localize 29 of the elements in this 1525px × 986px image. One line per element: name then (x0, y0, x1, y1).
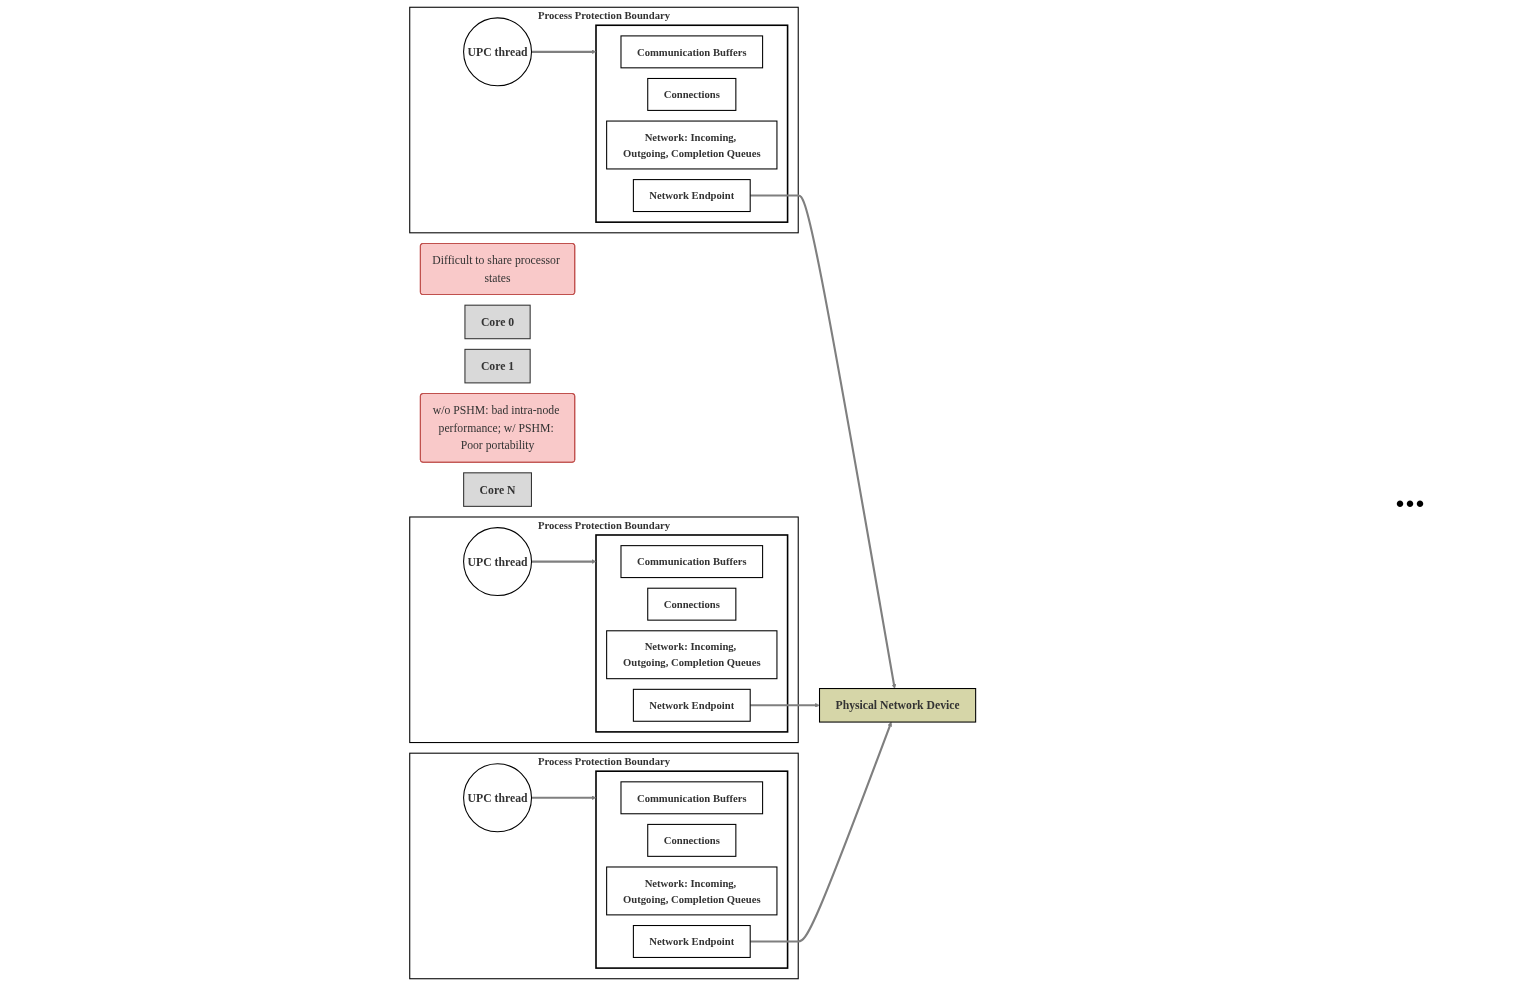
arrow (750, 721, 892, 943)
node-box: Network: Incoming, Outgoing, Completion Queues (605, 866, 778, 916)
node-box: Core 0 (464, 304, 531, 340)
cluster (595, 534, 789, 733)
node-box: Network Endpoint (632, 179, 751, 213)
node-box: Core N (462, 472, 532, 507)
node-box: Communication Buffers (620, 545, 763, 579)
arrow (750, 702, 820, 708)
node-box: Connections (647, 77, 737, 111)
node-box: Core 1 (464, 348, 531, 384)
node-box: Network Endpoint (632, 688, 751, 722)
node-box: Connections (647, 587, 737, 621)
node-box: Network: Incoming, Outgoing, Completion Queues (605, 630, 778, 680)
node-box: Communication Buffers (620, 35, 763, 69)
node-box: Physical Network Device (818, 688, 976, 723)
node-box: Communication Buffers (620, 781, 763, 815)
node-box: Connections (647, 823, 737, 857)
node-circle: UPC thread (462, 763, 532, 833)
cluster (595, 24, 789, 223)
arrow (531, 559, 596, 564)
ellipsis-label: ... (1395, 469, 1426, 517)
cluster (595, 770, 789, 969)
node-circle: UPC thread (462, 527, 532, 597)
node-box: Network Endpoint (632, 925, 751, 958)
arrow (531, 49, 596, 55)
node-circle: UPC thread (462, 17, 532, 87)
arrow (531, 795, 596, 801)
arrow (750, 194, 897, 689)
node-box: Network: Incoming, Outgoing, Completion Queues (605, 120, 778, 170)
